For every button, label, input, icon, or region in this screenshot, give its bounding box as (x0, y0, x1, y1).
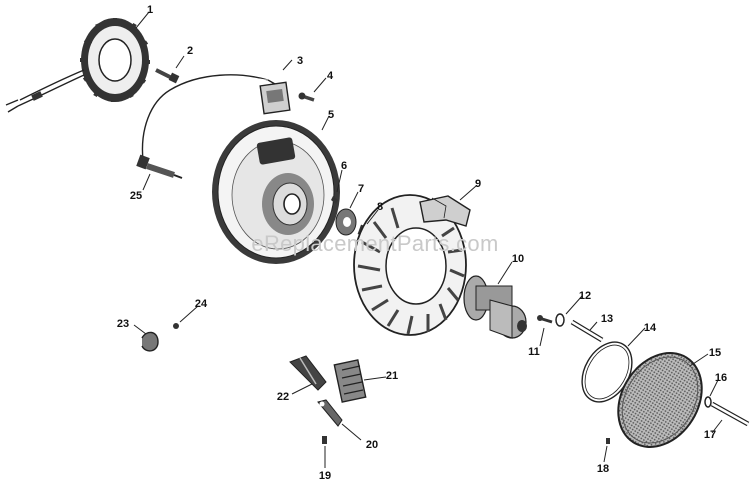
callout-25: 25 (130, 190, 142, 202)
callout-10: 10 (512, 253, 524, 265)
callout-12: 12 (579, 290, 591, 302)
callout-20: 20 (366, 439, 378, 451)
leader-lines (133, 11, 723, 468)
grille-part-15 (617, 352, 703, 448)
clip-part-23 (141, 331, 159, 352)
callout-17: 17 (704, 429, 716, 441)
connector-part-22 (289, 355, 327, 391)
spark-plug-terminal-part-25 (136, 154, 183, 179)
washer-part-7 (335, 208, 357, 236)
callout-23: 23 (117, 318, 129, 330)
screw-part-4 (298, 92, 315, 102)
callout-4: 4 (327, 70, 334, 82)
flywheel-part-5 (212, 120, 340, 264)
screw-part-24 (173, 323, 179, 329)
washer-part-16 (704, 396, 712, 408)
callout-14: 14 (644, 322, 657, 334)
screw-part-18 (606, 438, 610, 444)
bolt-part-17 (710, 401, 750, 427)
callout-22: 22 (277, 391, 289, 403)
fan-part-9 (353, 194, 471, 336)
pin-part-13 (570, 319, 604, 343)
callout-1: 1 (147, 4, 153, 16)
bracket-part-20 (317, 399, 343, 427)
callout-15: 15 (709, 347, 721, 359)
callout-16: 16 (715, 372, 727, 384)
stator-part-1 (5, 18, 150, 113)
callout-13: 13 (601, 313, 613, 325)
callout-5: 5 (328, 109, 334, 121)
key-part-6 (331, 196, 338, 204)
bolt-part-2 (155, 68, 180, 84)
callout-2: 2 (187, 45, 193, 57)
washer-part-12 (555, 313, 565, 327)
callout-19: 19 (319, 470, 331, 482)
callout-labels: 1 2 3 4 5 6 7 8 9 10 11 12 13 14 15 16 1… (117, 4, 727, 482)
callout-7: 7 (358, 183, 364, 195)
callout-24: 24 (195, 298, 208, 310)
callout-6: 6 (341, 160, 347, 172)
callout-11: 11 (528, 346, 540, 358)
callout-8: 8 (377, 201, 383, 213)
watermark: eReplacementParts.com (251, 231, 498, 256)
screw-part-19 (322, 436, 327, 444)
ignition-module-part-3 (141, 74, 291, 161)
callout-21: 21 (386, 370, 398, 382)
hub-part-10 (463, 275, 527, 339)
callout-3: 3 (297, 55, 303, 67)
rectifier-part-21 (333, 359, 367, 403)
screw-part-11 (537, 315, 553, 324)
callout-18: 18 (597, 463, 609, 475)
callout-9: 9 (475, 178, 481, 190)
